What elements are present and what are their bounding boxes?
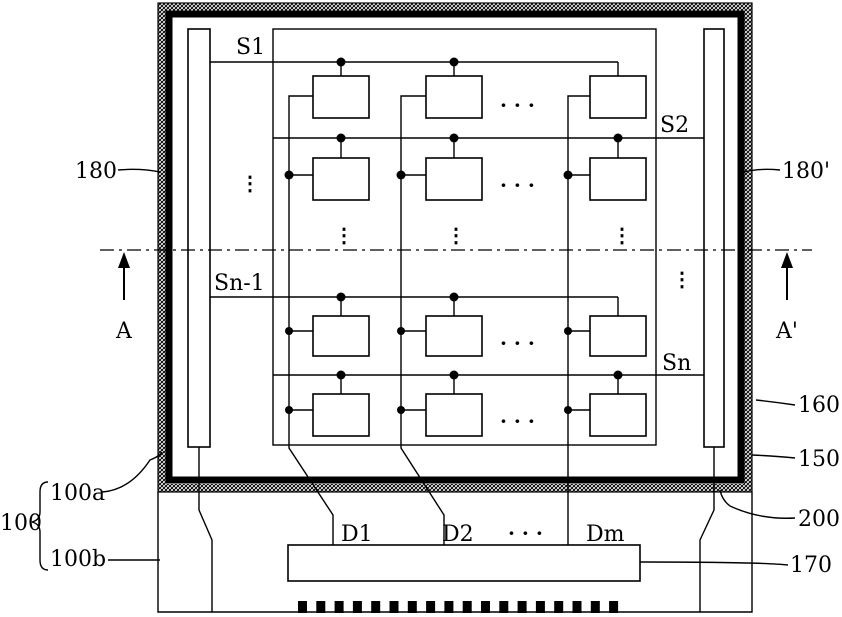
ellipsis-v-c1: ⋮ (334, 223, 354, 247)
ellipsis-v-left: ⋮ (240, 171, 260, 195)
label-d2: D2 (442, 522, 474, 547)
scan-driver-right (704, 29, 724, 447)
pad-terminals (298, 601, 618, 613)
pixel-r2c2 (426, 158, 482, 200)
scan-driver-left (188, 29, 210, 447)
ellipsis-h-data: · · · (508, 521, 543, 545)
ellipsis-v-c2: ⋮ (446, 223, 466, 247)
section-arrow-a (118, 252, 130, 300)
label-dm: Dm (586, 522, 625, 547)
label-200: 200 (798, 507, 840, 532)
label-180: 180 (75, 159, 117, 184)
pixel-r4c1 (313, 394, 369, 436)
label-sn: Sn (662, 351, 691, 376)
pixel-r4c2 (426, 394, 482, 436)
ellipsis-h-r3: · · · (500, 331, 535, 355)
pad-terminal (353, 601, 362, 613)
pixel-r3c1 (313, 316, 369, 356)
pixel-r1c1 (313, 76, 369, 118)
pad-terminal (463, 601, 472, 613)
pad-terminal (335, 601, 344, 613)
pixel-r3c2 (426, 316, 482, 356)
pad-terminal (316, 601, 325, 613)
pixel-r2c1 (313, 158, 369, 200)
pad-terminal (499, 601, 508, 613)
pad-terminal (444, 601, 453, 613)
ellipsis-h-r4: · · · (500, 409, 535, 433)
ellipsis-h-r2: · · · (500, 173, 535, 197)
label-180-prime: 180' (782, 159, 830, 184)
label-s1: S1 (236, 35, 265, 60)
pad-terminal (481, 601, 490, 613)
pixel-r2c3 (590, 158, 646, 200)
ellipsis-v-c3: ⋮ (612, 223, 632, 247)
pad-terminal (554, 601, 563, 613)
pad-terminal (591, 601, 600, 613)
ellipsis-v-right: ⋮ (672, 267, 692, 291)
pixel-r1c3 (590, 76, 646, 118)
label-s2: S2 (660, 113, 689, 138)
label-a: A (115, 319, 133, 344)
pad-terminal (518, 601, 527, 613)
pad-terminal (408, 601, 417, 613)
pixel-r1c2 (426, 76, 482, 118)
label-160: 160 (798, 393, 840, 418)
pad-terminal (426, 601, 435, 613)
label-100a: 100a (50, 481, 105, 506)
pad-terminal (573, 601, 582, 613)
pad-terminal (609, 601, 618, 613)
pixel-r4c3 (590, 394, 646, 436)
label-150: 150 (798, 447, 840, 472)
label-170: 170 (790, 553, 832, 578)
pixel-r3c3 (590, 316, 646, 356)
label-sn-minus-1: Sn-1 (214, 271, 265, 296)
label-100b: 100b (50, 547, 106, 572)
label-a-prime: A' (775, 319, 798, 344)
ellipsis-h-r1: · · · (500, 93, 535, 117)
pad-terminal (536, 601, 545, 613)
pad-terminal (371, 601, 380, 613)
data-driver-170 (288, 545, 640, 581)
pad-terminal (298, 601, 307, 613)
label-d1: D1 (341, 522, 373, 547)
section-arrow-a-prime (781, 252, 793, 300)
label-100: 100 (0, 511, 42, 536)
pad-terminal (390, 601, 399, 613)
